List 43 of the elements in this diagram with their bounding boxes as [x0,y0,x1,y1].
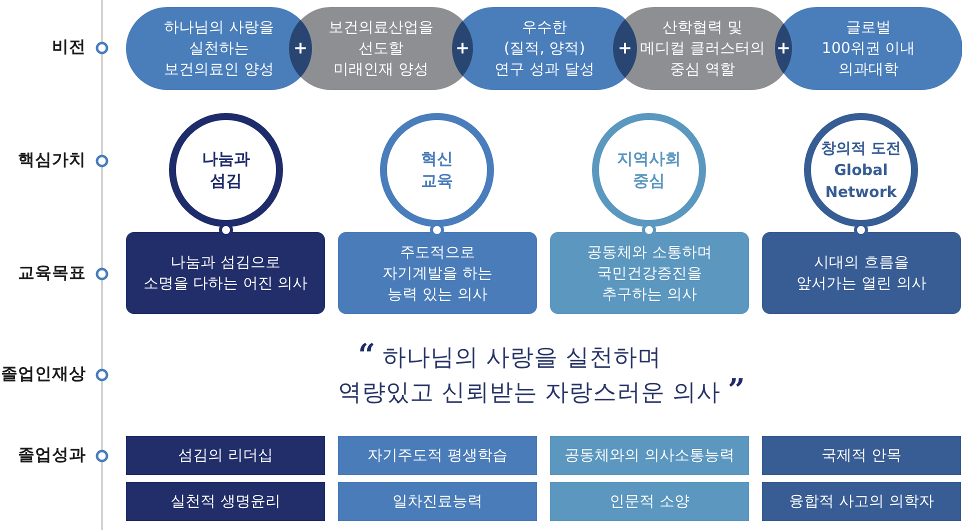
core-value-text: 지역사회 중심 [617,148,681,192]
vision-text: 산학협력 및 메디컬 클러스터의 중심 역할 [640,17,765,80]
outcome-text: 자기주도적 평생학습 [368,446,508,465]
goal-card [762,232,961,314]
row-label: 졸업인재상 [1,364,86,384]
quote-text: “ 하나님의 사랑을 실천하며 역량있고 신뢰받는 자랑스러운 의사 ” [338,339,746,409]
core-value-text: 혁신 교육 [421,148,453,192]
row-label: 비전 [52,37,86,57]
plus-sign: + [455,40,470,57]
goal-text: 시대의 흐름을 앞서가는 열린 의사 [796,252,926,294]
row-label: 핵심가치 [18,150,86,170]
plus-sign: + [618,40,632,57]
goal-card [126,232,325,314]
plus-sign: + [776,40,791,57]
vision-text: 글로벌 100위권 이내 의과대학 [822,17,916,80]
outcome-card [550,482,749,521]
outcome-card [762,436,961,475]
row-label: 졸업성과 [18,445,86,465]
goal-card [550,232,749,314]
outcome-text: 실천적 생명윤리 [170,492,280,511]
row-label: 교육목표 [18,263,86,283]
core-value-text: 창의적 도전 Global Network [820,138,902,203]
outcome-card [126,482,325,521]
outcome-text: 국제적 안목 [822,446,902,465]
goal-text: 주도적으로 자기계발을 하는 능력 있는 의사 [382,242,492,304]
outcome-card [762,482,961,521]
outcome-text: 섬김의 리더십 [178,446,273,465]
plus-sign: + [293,40,308,57]
vision-text: 보건의료산업을 선도할 미래인재 양성 [328,17,434,80]
core-value-text: 나눔과 섬김 [202,148,250,192]
outcome-text: 융합적 사고의 의학자 [789,492,934,511]
goal-text: 공동체와 소통하며 국민건강증진을 추구하는 의사 [587,242,712,304]
outcome-card [126,436,325,475]
outcome-card [550,436,749,475]
vision-text: 우수한 (질적, 양적) 연구 성과 달성 [494,17,594,80]
outcome-card [338,436,537,475]
outcome-text: 인문적 소양 [610,492,690,511]
goal-card [338,232,537,314]
vision-text: 하나님의 사랑을 실천하는 보건의료인 양성 [164,17,274,80]
outcome-text: 공동체와의 의사소통능력 [564,446,734,465]
goal-text: 나눔과 섬김으로 소명을 다하는 어진 의사 [143,252,308,294]
outcome-card [338,482,537,521]
outcome-text: 일차진료능력 [392,492,482,511]
